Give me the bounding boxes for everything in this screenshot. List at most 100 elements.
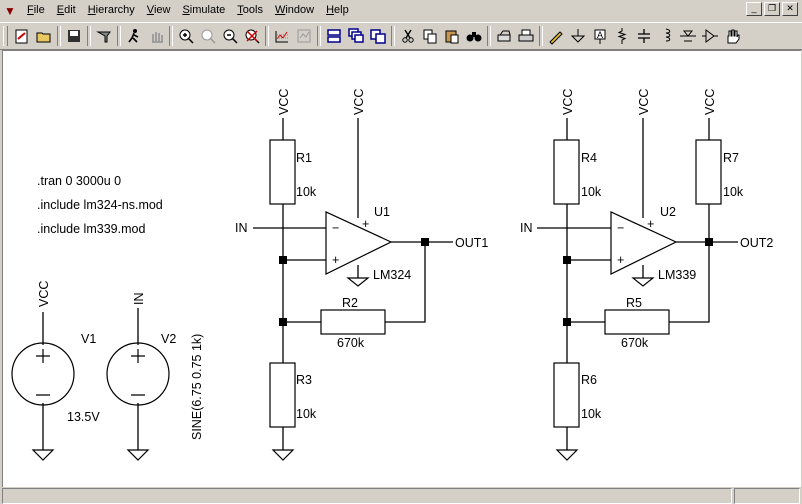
toolbar: A	[0, 22, 802, 50]
zoom-in-icon[interactable]	[175, 25, 197, 47]
opamp-u1[interactable]	[325, 211, 393, 275]
net-label-in-u2: IN	[520, 221, 533, 235]
open-icon[interactable]	[33, 25, 55, 47]
status-pane-main	[2, 488, 732, 504]
close-icon[interactable]: ✕	[782, 2, 798, 16]
net-label-out1: OUT1	[455, 236, 488, 250]
toolbar-separator	[117, 26, 121, 46]
v2-name: V2	[161, 332, 176, 346]
junction-dot	[279, 256, 287, 264]
ground-r6	[555, 449, 579, 461]
schematic-drawing: .tran 0 3000u 0 .include lm324-ns.mod .i…	[11, 89, 773, 461]
resistor-r1[interactable]	[269, 139, 296, 205]
menu-tools[interactable]: Tools	[237, 4, 263, 16]
net-label-vcc-v1: VCC	[37, 281, 51, 307]
comparator-u2[interactable]	[610, 211, 678, 275]
schematic-canvas[interactable]: .tran 0 3000u 0 .include lm324-ns.mod .i…	[2, 50, 801, 487]
resistor-r3[interactable]	[269, 362, 296, 428]
r7-name: R7	[723, 151, 739, 165]
app-icon[interactable]: ▼	[4, 3, 16, 18]
menu-help[interactable]: Help	[326, 4, 349, 16]
resistor-icon[interactable]	[611, 25, 633, 47]
directive-include-lm339[interactable]: .include lm339.mod	[37, 222, 145, 236]
directive-include-lm324[interactable]: .include lm324-ns.mod	[37, 198, 163, 212]
toolbar-separator	[487, 26, 491, 46]
junction-dot	[279, 318, 287, 326]
menu-bar: ▼ File Edit Hierarchy View Simulate Tool…	[0, 0, 802, 21]
capacitor-icon[interactable]	[633, 25, 655, 47]
run-icon[interactable]	[123, 25, 145, 47]
directive-tran[interactable]: .tran 0 3000u 0	[37, 174, 121, 188]
menu-edit[interactable]: Edit	[56, 4, 76, 16]
print-icon[interactable]	[515, 25, 537, 47]
ground-r3	[271, 449, 295, 461]
ground-v1	[31, 449, 55, 461]
u1-vplus-pin: +	[362, 217, 369, 231]
copy-icon[interactable]	[419, 25, 441, 47]
r2-value: 670k	[337, 336, 365, 350]
resistor-r7[interactable]	[695, 139, 722, 205]
tile-horizontal-icon[interactable]	[323, 25, 345, 47]
u1-plus-pin: +	[332, 253, 339, 267]
zoom-out-icon[interactable]	[219, 25, 241, 47]
toolbar-separator	[317, 26, 321, 46]
r3-value: 10k	[296, 407, 317, 421]
u2-name: U2	[660, 205, 676, 219]
resistor-r4[interactable]	[553, 139, 580, 205]
window-controls: _ ❐ ✕	[746, 2, 798, 16]
voltage-source-v2[interactable]	[106, 308, 170, 450]
status-bar	[0, 487, 802, 504]
inductor-icon[interactable]	[655, 25, 677, 47]
restore-icon[interactable]: ❐	[764, 2, 780, 16]
control-panel-icon[interactable]	[93, 25, 115, 47]
toolbar-separator	[87, 26, 91, 46]
net-label-vcc-r4: VCC	[561, 89, 575, 115]
cut-icon[interactable]	[397, 25, 419, 47]
r5-name: R5	[626, 296, 642, 310]
r4-value: 10k	[581, 185, 602, 199]
component-icon[interactable]	[699, 25, 721, 47]
u2-model: LM339	[658, 268, 696, 282]
wire-r2-feedback	[283, 242, 426, 323]
halt-icon[interactable]	[145, 25, 167, 47]
junction-dot	[563, 318, 571, 326]
resistor-r2[interactable]	[320, 309, 386, 335]
pan-icon[interactable]	[197, 25, 219, 47]
move-icon[interactable]	[721, 25, 743, 47]
menu-hierarchy[interactable]: Hierarchy	[87, 4, 135, 16]
menu-simulate[interactable]: Simulate	[182, 4, 226, 16]
cascade-icon[interactable]	[345, 25, 367, 47]
voltage-source-v1[interactable]	[11, 312, 75, 450]
zoom-full-icon[interactable]	[241, 25, 263, 47]
find-icon[interactable]	[463, 25, 485, 47]
new-schematic-icon[interactable]	[11, 25, 33, 47]
r1-value: 10k	[296, 185, 317, 199]
r7-value: 10k	[723, 185, 744, 199]
menu-window[interactable]: Window	[274, 4, 315, 16]
r6-value: 10k	[581, 407, 602, 421]
u1-minus-pin: −	[332, 221, 339, 235]
r1-name: R1	[296, 151, 312, 165]
minimize-icon[interactable]: _	[746, 2, 762, 16]
ground-icon[interactable]	[567, 25, 589, 47]
resistor-r6[interactable]	[553, 362, 580, 428]
paste-icon[interactable]	[441, 25, 463, 47]
resistor-r5[interactable]	[604, 309, 670, 335]
v1-value: 13.5V	[67, 410, 100, 424]
menu-file[interactable]: File	[27, 4, 45, 16]
menu-view[interactable]: View	[146, 4, 171, 16]
plot-settings-icon[interactable]	[293, 25, 315, 47]
save-icon[interactable]	[63, 25, 85, 47]
junction-dot	[421, 238, 429, 246]
draw-wire-icon[interactable]	[545, 25, 567, 47]
undo-icon[interactable]	[493, 25, 515, 47]
toolbar-grip[interactable]	[3, 26, 8, 46]
u1-name: U1	[374, 205, 390, 219]
label-net-icon[interactable]: A	[589, 25, 611, 47]
net-label-in-u1: IN	[235, 221, 248, 235]
toolbar-separator	[169, 26, 173, 46]
tile-vertical-icon[interactable]	[367, 25, 389, 47]
net-label-out2: OUT2	[740, 236, 773, 250]
diode-icon[interactable]	[677, 25, 699, 47]
autoscale-icon[interactable]	[271, 25, 293, 47]
